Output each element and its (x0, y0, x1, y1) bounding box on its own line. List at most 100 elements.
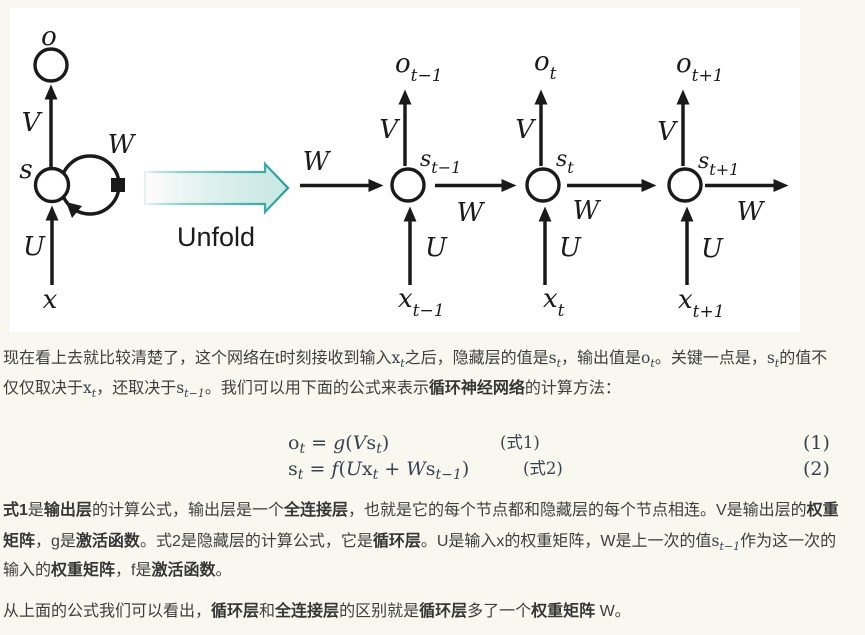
math-token: U (345, 458, 362, 480)
text-run: ，f是 (115, 562, 152, 579)
equation-1-number: (1) (803, 432, 830, 454)
text-run: 现在看上去就比较清楚了，这个网络在t时刻接收到输入 (3, 350, 392, 367)
math-token: = (305, 432, 334, 454)
text-run: 是 (27, 502, 44, 519)
math-token: ( (345, 432, 353, 454)
paragraph-intro: 现在看上去就比较清楚了，这个网络在t时刻接收到输入xt之后，隐藏层的值是st，输… (3, 343, 863, 403)
text-run: 仅仅取决于 (3, 380, 84, 397)
math-token: g (333, 432, 346, 454)
state-label: st−1 (420, 147, 461, 177)
delay-square (111, 178, 125, 192)
bold-text-run: 输出层 (43, 502, 92, 519)
text-line: 现在看上去就比较清楚了，这个网络在t时刻接收到输入xt之后，隐藏层的值是st，输… (3, 343, 863, 373)
math-base: o (641, 349, 651, 367)
state-sub: t+1 (709, 160, 739, 179)
u-weight-label: U (559, 233, 582, 263)
text-run: 之后，隐藏层的值是 (404, 350, 549, 367)
text-run: ，输出值是 (561, 350, 642, 367)
math-base: s (176, 379, 185, 397)
cell-t-plus-1: W V ot+1 st+1 U xt+1 W (567, 49, 789, 322)
math-token: ( (338, 458, 346, 480)
math-subscript: t (556, 357, 562, 371)
bold-text-run: 全连接层 (283, 502, 348, 519)
bold-text-run: 权重 (806, 502, 839, 519)
text-run: 。我们可以用下面的公式来表示 (204, 380, 429, 397)
input-label: xt−1 (398, 284, 445, 321)
math-token: t (299, 441, 306, 457)
v-weight-label: V (22, 108, 43, 138)
output-label: ot−1 (395, 49, 443, 86)
text-run: W。 (595, 603, 631, 620)
bold-text-run: 矩阵 (3, 533, 36, 550)
loop-arrowhead (66, 202, 82, 218)
v-weight-label: V (657, 117, 678, 147)
bold-text-run: 循环层 (211, 603, 260, 620)
bold-text-run: 权重矩阵 (531, 603, 596, 620)
math-base: s (548, 349, 557, 367)
bold-text-run: 权重矩阵 (51, 562, 116, 579)
inline-math: xt (391, 349, 404, 369)
math-base: s (766, 349, 775, 367)
text-run: 。 (215, 562, 232, 579)
input-base: x (543, 284, 558, 314)
math-token: W (406, 458, 426, 480)
input-sub: t−1 (413, 301, 445, 321)
text-line: 输入的权重矩阵，f是激活函数。 (3, 556, 863, 586)
inline-math: st−1 (712, 532, 741, 552)
output-base: o (395, 49, 411, 79)
bold-text-run: 循环层 (419, 603, 468, 620)
math-subscript: t (650, 357, 655, 371)
bold-text-run: 式1 (3, 502, 28, 519)
equation-2-tag: (式2) (523, 459, 563, 478)
output-label: o (41, 22, 57, 52)
bold-text-run: 循环神经网络 (428, 380, 525, 397)
text-run: 从上面的公式我们可以看出， (3, 603, 212, 620)
state-node (390, 167, 426, 203)
text-run: 输入的 (3, 562, 52, 579)
input-label: x (43, 285, 58, 315)
state-sub: t−1 (431, 158, 461, 177)
state-base: s (420, 147, 431, 172)
equation-1-tag: (式1) (500, 433, 540, 452)
input-sub: t (558, 301, 565, 321)
u-weight-label: U (701, 234, 724, 264)
state-node (525, 167, 561, 203)
text-line: 矩阵，g是激活函数。式2是隐藏层的计算公式，它是循环层。U是输入x的权重矩阵，W… (3, 526, 863, 556)
math-token: + (378, 458, 407, 480)
math-subscript: t (91, 387, 97, 401)
math-base: x (83, 379, 92, 397)
math-token: s (288, 458, 298, 480)
inline-math: st−1 (176, 379, 205, 399)
cell-t-minus-1: W V ot−1 st−1 U xt−1 (300, 49, 461, 321)
text-line: 从上面的公式我们可以看出，循环层和全连接层的区别就是循环层多了一个权重矩阵 W。 (3, 597, 863, 627)
state-base: s (556, 147, 567, 172)
paragraph-explanation: 式1是输出层的计算公式，输出层是一个全连接层，也就是它的每个节点都和隐藏层的每个… (3, 496, 863, 586)
state-node (33, 166, 71, 204)
math-token: f (331, 458, 339, 480)
text-line: 仅仅取决于xt，还取决于st−1。我们可以用下面的公式来表示循环神经网络的计算方… (3, 373, 863, 403)
inline-math: st (548, 349, 562, 371)
folded-network: o V W s U x (19, 22, 136, 315)
output-sub: t−1 (411, 66, 443, 86)
input-sub: t+1 (693, 302, 725, 322)
text-line: 式1是输出层的计算公式，输出层是一个全连接层，也就是它的每个节点都和隐藏层的每个… (3, 496, 863, 526)
text-run: ，g是 (35, 533, 76, 550)
math-token: ) (381, 432, 390, 454)
output-node (33, 47, 69, 83)
output-base: o (676, 49, 692, 79)
equation-2-number: (2) (803, 458, 830, 480)
math-token: s (425, 458, 436, 480)
text-run: ，也就是它的每个节点都和隐藏层的每个节点相连。V是输出层的 (347, 502, 807, 519)
state-label: s (19, 155, 32, 185)
state-base: s (698, 149, 709, 174)
text-run: 和 (259, 603, 276, 620)
equation-1: ot = g(Vst) (式1) (1) (0, 430, 865, 456)
equation-1-formula: ot = g(Vst) (288, 430, 389, 456)
input-base: x (398, 284, 413, 314)
bold-text-run: 循环层 (372, 533, 421, 550)
math-token: t (297, 467, 304, 483)
state-label: st (556, 147, 574, 177)
math-base: x (391, 349, 401, 367)
math-token: V (352, 432, 367, 454)
text-run: 的计算方法： (524, 380, 621, 397)
